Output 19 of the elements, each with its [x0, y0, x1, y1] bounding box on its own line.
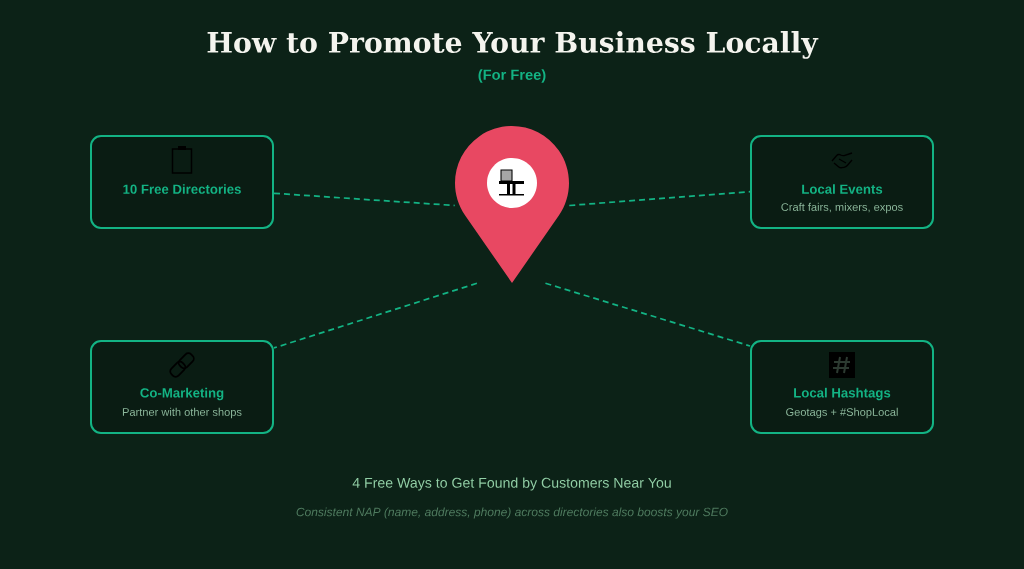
card-title: 10 Free Directories	[123, 184, 241, 194]
card	[750, 135, 934, 229]
caption: 4 Free Ways to Get Found by Customers Near You	[352, 477, 671, 491]
card	[90, 135, 274, 229]
card-title: Local Events	[802, 184, 883, 194]
footnote: Consistent NAP (name, address, phone) across directories also boosts your SEO	[296, 507, 728, 519]
card	[90, 340, 274, 434]
card-text: Craft fairs, mixers, expos	[781, 202, 903, 214]
connector	[273, 192, 456, 207]
card	[750, 340, 934, 434]
card-text: Geotags + #ShopLocal	[786, 407, 898, 419]
card-title: Co-Marketing	[140, 387, 224, 401]
connector	[273, 282, 478, 349]
card-text: Partner with other shops	[122, 407, 242, 419]
title: How to Promote Your Business Locally	[207, 31, 819, 59]
connector	[568, 190, 751, 207]
connector	[544, 282, 751, 347]
card-title: Local Hashtags	[794, 387, 891, 401]
subtitle: (For Free)	[478, 69, 546, 83]
